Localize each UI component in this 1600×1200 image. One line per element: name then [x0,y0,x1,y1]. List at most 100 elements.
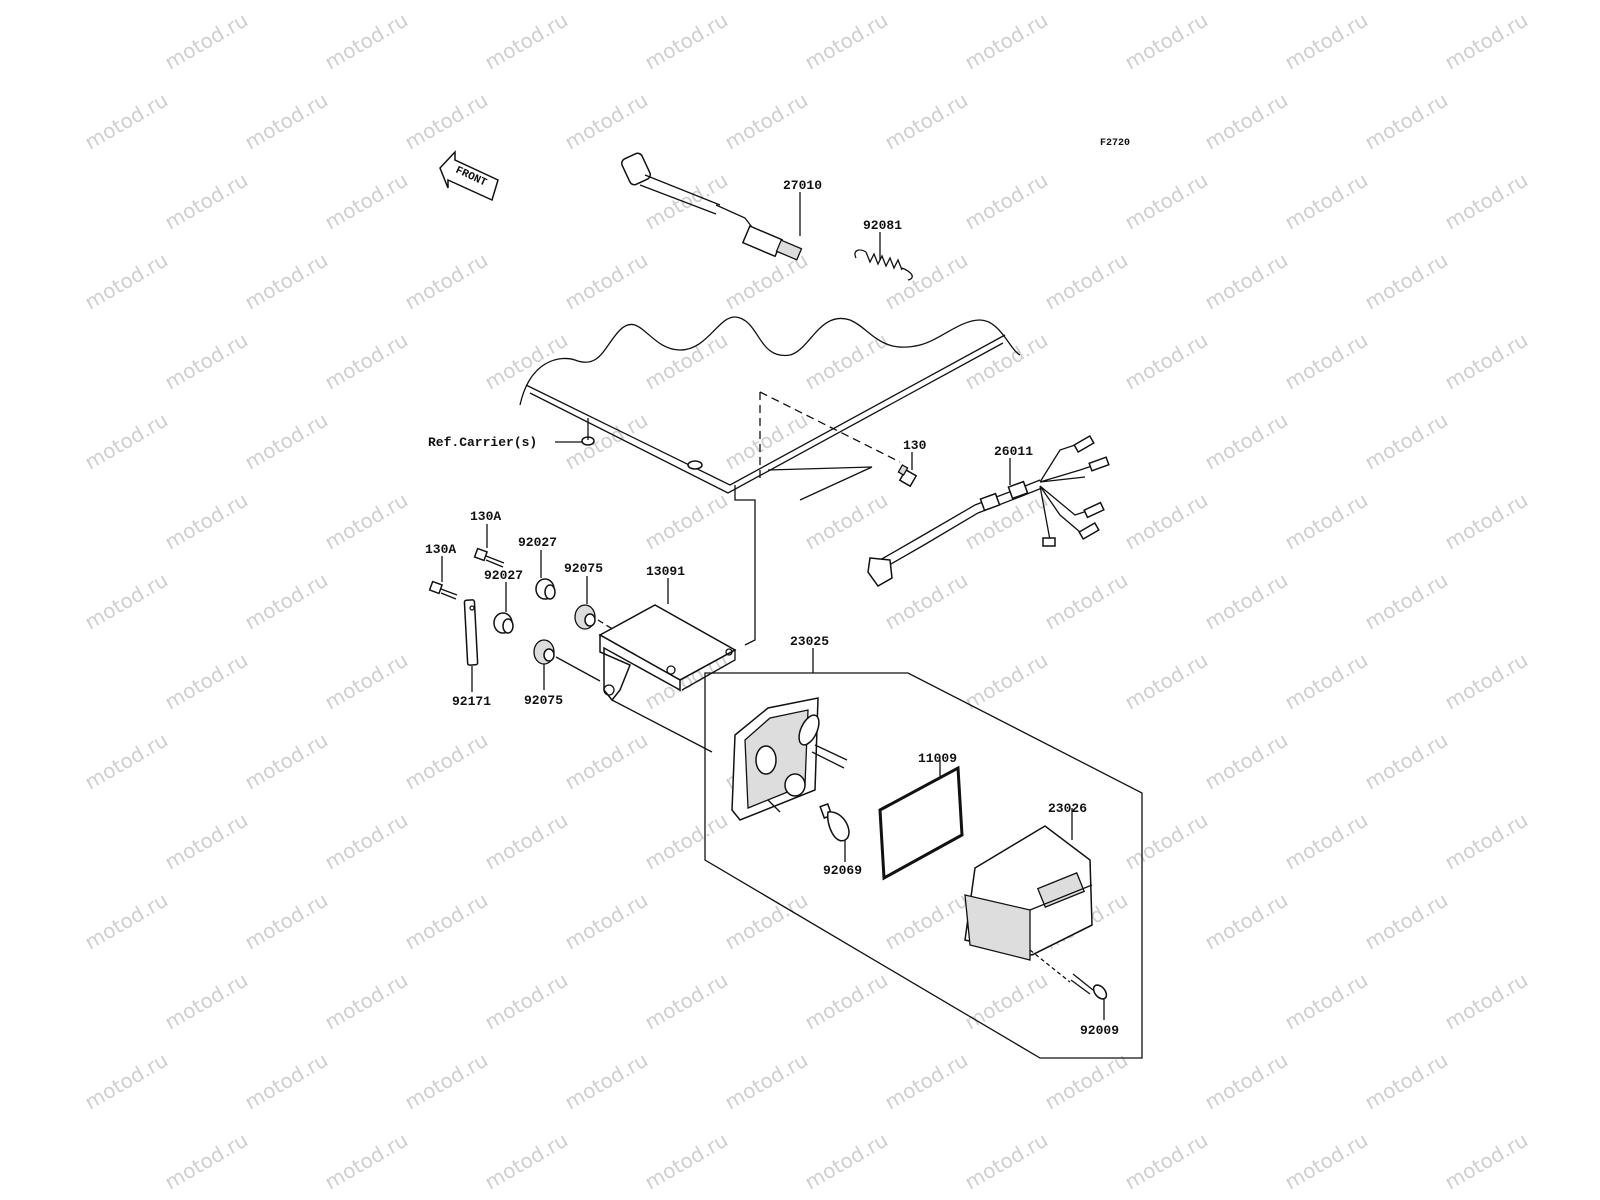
ref-carrier-note[interactable]: Ref.Carrier(s) [428,435,537,450]
watermark-text: motod.ru [561,88,652,155]
part-label-92027-lower[interactable]: 92027 [484,568,523,583]
watermark-text: motod.ru [481,328,572,395]
watermark-text: motod.ru [241,728,332,795]
wire-harness-26011[interactable] [867,435,1110,587]
watermark-text: motod.ru [321,8,412,75]
part-label-130[interactable]: 130 [903,438,927,453]
watermark-text: motod.ru [1201,728,1292,795]
watermark-text: motod.ru [1441,1128,1532,1195]
collar-92027-lower[interactable] [493,612,514,634]
watermark-text: motod.ru [1121,648,1212,715]
watermark-text: motod.ru [1121,8,1212,75]
part-label-92075-upper[interactable]: 92075 [564,561,603,576]
part-label-26011[interactable]: 26011 [994,444,1033,459]
watermark-text: motod.ru [321,968,412,1035]
part-label-23026[interactable]: 23026 [1048,801,1087,816]
watermark-text: motod.ru [641,1128,732,1195]
watermark-text: motod.ru [561,408,652,475]
part-label-92075-lower[interactable]: 92075 [524,693,563,708]
carrier-outline [519,316,1021,646]
watermark-text: motod.ru [401,248,492,315]
watermark-text: motod.ru [81,888,172,955]
part-label-92081[interactable]: 92081 [863,218,902,233]
watermark-text: motod.ru [81,568,172,635]
watermark-text: motod.ru [1361,408,1452,475]
watermark-text: motod.ru [881,1048,972,1115]
watermark-text: motod.ru [321,488,412,555]
watermark-text: motod.ru [481,808,572,875]
watermark-text: motod.ru [1361,248,1452,315]
part-label-92027-upper[interactable]: 92027 [518,535,557,550]
watermark-text: motod.ru [641,328,732,395]
watermark-text: motod.ru [1121,328,1212,395]
bolt-130[interactable] [897,464,918,488]
watermark-text: motod.ru [721,1048,812,1115]
watermark-text: motod.ru [1281,968,1372,1035]
watermark-text: motod.ru [241,888,332,955]
watermark-text: motod.ru [1041,568,1132,635]
watermark-text: motod.ru [961,648,1052,715]
watermark-text: motod.ru [801,328,892,395]
watermark-text: motod.ru [721,88,812,155]
part-label-11009[interactable]: 11009 [918,751,957,766]
watermark-text: motod.ru [881,248,972,315]
bulb-92069[interactable] [819,803,850,842]
screw-92009[interactable] [1029,949,1109,1001]
watermark-text: motod.ru [1361,88,1452,155]
watermark-text: motod.ru [961,8,1052,75]
watermark-text: motod.ru [641,808,732,875]
bolt-130a-upper[interactable] [473,547,505,568]
watermark-text: motod.ru [1361,568,1452,635]
bolt-130a-lower[interactable] [428,580,458,600]
part-label-23025[interactable]: 23025 [790,634,829,649]
watermark-text: motod.ru [1281,648,1372,715]
part-label-92171[interactable]: 92171 [452,694,491,709]
watermark-text: motod.ru [1201,88,1292,155]
watermark-text: motod.ru [961,968,1052,1035]
watermark-text: motod.ru [401,1048,492,1115]
watermark-text: motod.ru [641,168,732,235]
part-label-130a-upper[interactable]: 130A [470,509,501,524]
watermark-text: motod.ru [641,968,732,1035]
plate-92171[interactable] [463,599,479,666]
watermark-text: motod.ru [81,88,172,155]
watermark-text: motod.ru [1281,1128,1372,1195]
watermark-text: motod.ru [241,248,332,315]
bracket-13091[interactable] [598,604,737,753]
watermark-text: motod.ru [81,408,172,475]
collar-92027-upper[interactable] [535,578,556,600]
watermark-text: motod.ru [961,1128,1052,1195]
watermark-text: motod.ru [481,1128,572,1195]
watermark-text: motod.ru [1281,808,1372,875]
watermark-text: motod.ru [641,488,732,555]
part-label-92069[interactable]: 92069 [823,863,862,878]
gasket-11009[interactable] [878,765,964,881]
assembly-frame-23025 [704,672,1143,1059]
part-label-92009[interactable]: 92009 [1080,1023,1119,1038]
watermark-text: motod.ru [721,888,812,955]
watermark-text: motod.ru [801,1128,892,1195]
part-label-27010[interactable]: 27010 [783,178,822,193]
watermark-text: motod.ru [1441,168,1532,235]
watermark-text: motod.ru [1441,648,1532,715]
watermark-text: motod.ru [1441,328,1532,395]
watermark-text: motod.ru [961,328,1052,395]
part-label-130a-lower[interactable]: 130A [425,542,456,557]
watermark-text: motod.ru [241,1048,332,1115]
lamp-base[interactable] [731,697,848,821]
watermark-text: motod.ru [1121,488,1212,555]
watermark-text: motod.ru [881,888,972,955]
watermark-text: motod.ru [641,8,732,75]
switch-27010[interactable] [620,152,803,261]
watermark-text: motod.ru [1121,168,1212,235]
watermark-text: motod.ru [161,808,252,875]
watermark-text: motod.ru [321,808,412,875]
part-label-13091[interactable]: 13091 [646,564,685,579]
watermark-text: motod.ru [161,8,252,75]
watermark-text: motod.ru [881,88,972,155]
lens-cover-23026[interactable] [964,825,1093,961]
watermark-text: motod.ru [1281,168,1372,235]
watermark-text: motod.ru [401,728,492,795]
spring-92081[interactable] [854,249,913,281]
watermark-text: motod.ru [1201,888,1292,955]
